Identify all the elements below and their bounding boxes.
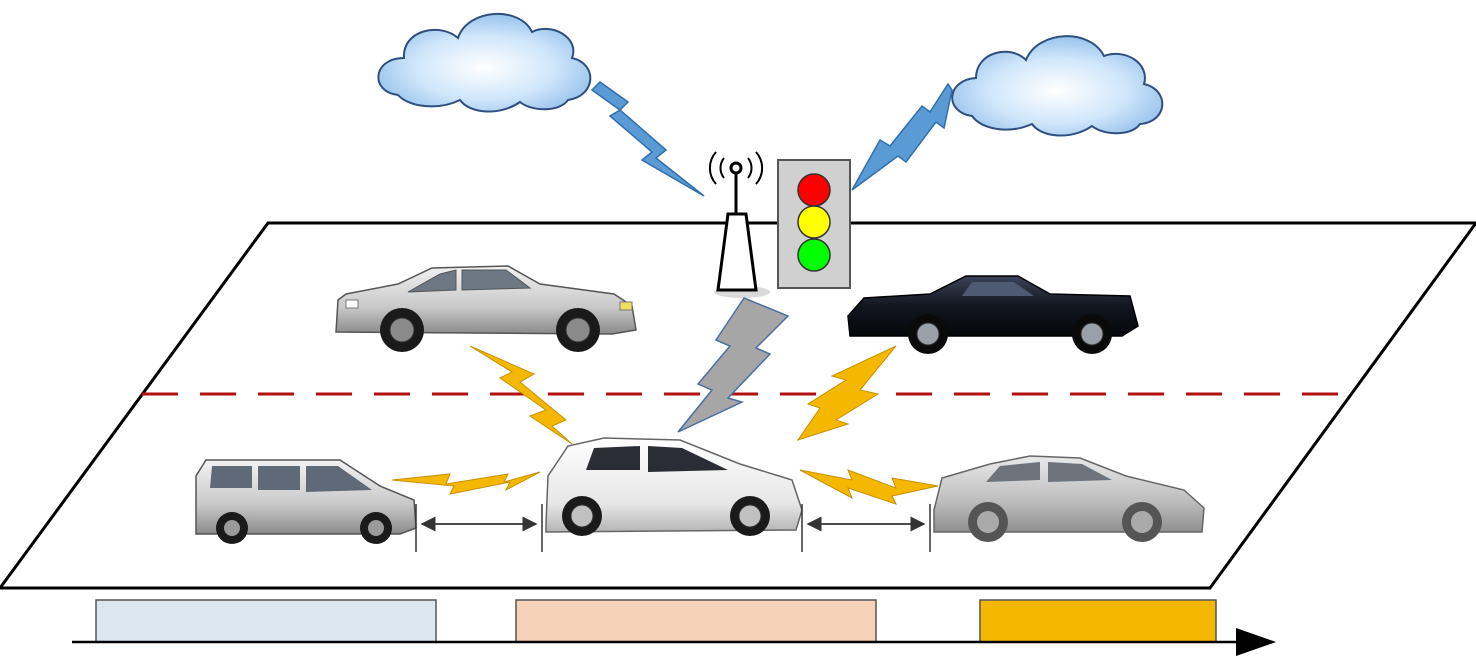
link-minivan-to-ego [391, 471, 541, 495]
gap-indicator-rear [415, 504, 543, 552]
link-coupe-to-ego [469, 345, 573, 445]
link-muscle-car-to-ego [796, 345, 897, 441]
cloud-left-icon [377, 12, 592, 113]
traffic-light-icon [777, 159, 851, 289]
gray-sedan-vehicle [933, 455, 1205, 542]
gray-minivan-vehicle [195, 459, 417, 544]
white-hatchback-ego-vehicle [545, 437, 803, 536]
link-cloud-left-to-rsu [590, 81, 705, 197]
cloud-right-icon [951, 35, 1164, 137]
link-sedan-to-ego [799, 469, 939, 505]
link-cloud-right-to-traffic-light [851, 82, 953, 191]
timeline [72, 599, 1276, 656]
traffic-light-green-lamp [797, 238, 831, 272]
gap-indicator-front [801, 504, 931, 552]
timeline-arrow-head-icon [1236, 628, 1276, 656]
timeline-block-3 [979, 599, 1217, 643]
timeline-block-2 [515, 599, 877, 643]
black-muscle-car-vehicle [847, 275, 1139, 354]
traffic-light-yellow-lamp [797, 205, 831, 239]
roadside-unit-antenna-icon [708, 151, 770, 298]
traffic-light-red-lamp [797, 173, 831, 207]
link-rsu-to-ego [677, 297, 790, 433]
silver-coupe-vehicle [335, 265, 637, 352]
timeline-block-1 [95, 599, 437, 643]
